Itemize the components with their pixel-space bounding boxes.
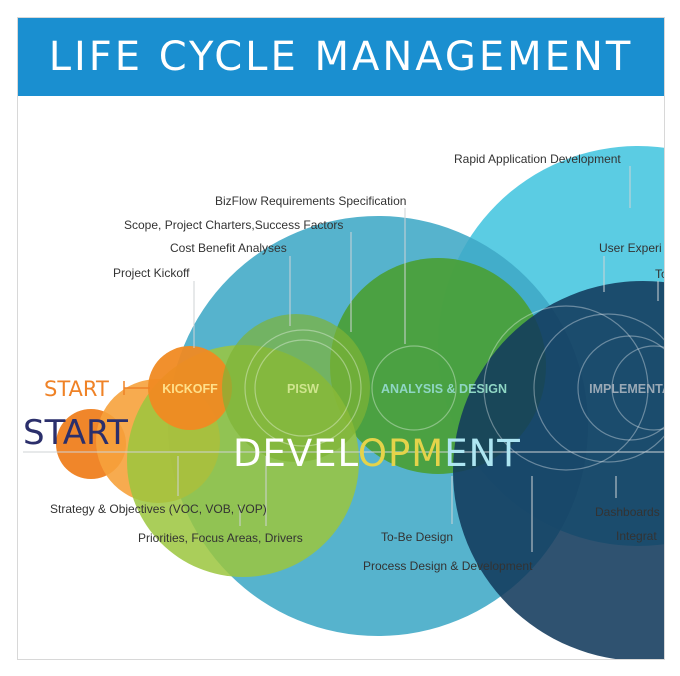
development-part-1: DEVEL	[233, 432, 359, 475]
annotation-to: To	[655, 267, 664, 281]
annotation-dashboards: Dashboards	[595, 505, 660, 519]
implementation-label: IMPLEMENTA	[589, 382, 664, 396]
development-part-3: ENT	[444, 432, 521, 475]
ring-implement-d	[483, 305, 649, 471]
annotation-user-experience: User Experi	[599, 241, 662, 255]
navy-bubble	[453, 281, 664, 659]
ring-implement-b	[577, 335, 664, 441]
lifecycle-svg: KICKOFF PISW ANALYSIS & DESIGN IMPLEMENT…	[23, 146, 664, 659]
start-small-label: START	[44, 377, 109, 401]
circle-labels: KICKOFF PISW ANALYSIS & DESIGN IMPLEMENT…	[162, 382, 664, 396]
development-label: DEVELOPMENT	[233, 432, 521, 475]
start-large-label: START	[23, 413, 128, 453]
annotation-cost-benefit: Cost Benefit Analyses	[170, 241, 287, 255]
ring-outlines	[244, 305, 664, 471]
ring-analysis	[371, 345, 457, 431]
annotation-scope: Scope, Project Charters,Success Factors	[124, 218, 343, 232]
annotations: Rapid Application Development BizFlow Re…	[50, 152, 664, 573]
title-banner: LIFE CYCLE MANAGEMENT	[18, 18, 664, 96]
bubbles	[56, 146, 664, 659]
leader-lines	[177, 166, 659, 552]
ring-implement-a	[533, 313, 664, 463]
annotation-process-design: Process Design & Development	[363, 559, 533, 573]
annotation-rapid-app-dev: Rapid Application Development	[454, 152, 621, 166]
annotation-integration: Integrat	[616, 529, 657, 543]
pisw-bubble-outer	[222, 314, 370, 462]
ring-pisw-mid	[244, 329, 362, 447]
ring-implement-c	[611, 345, 664, 431]
analysis-design-label: ANALYSIS & DESIGN	[381, 382, 507, 396]
annotation-project-kickoff: Project Kickoff	[113, 266, 190, 280]
development-part-2: OPM	[358, 432, 444, 475]
pisw-label: PISW	[287, 382, 319, 396]
kickoff-label: KICKOFF	[162, 382, 218, 396]
annotation-to-be-design: To-Be Design	[381, 530, 453, 544]
annotation-strategy: Strategy & Objectives (VOC, VOB, VOP)	[50, 502, 267, 516]
diagram-frame: LIFE CYCLE MANAGEMENT	[17, 17, 665, 660]
page-title: LIFE CYCLE MANAGEMENT	[48, 34, 634, 80]
lifecycle-diagram: KICKOFF PISW ANALYSIS & DESIGN IMPLEMENT…	[18, 96, 664, 659]
annotation-bizflow-req: BizFlow Requirements Specification	[215, 194, 406, 208]
annotation-priorities: Priorities, Focus Areas, Drivers	[138, 531, 303, 545]
kickoff-bubble	[148, 346, 232, 430]
ring-pisw-inner	[254, 339, 352, 437]
